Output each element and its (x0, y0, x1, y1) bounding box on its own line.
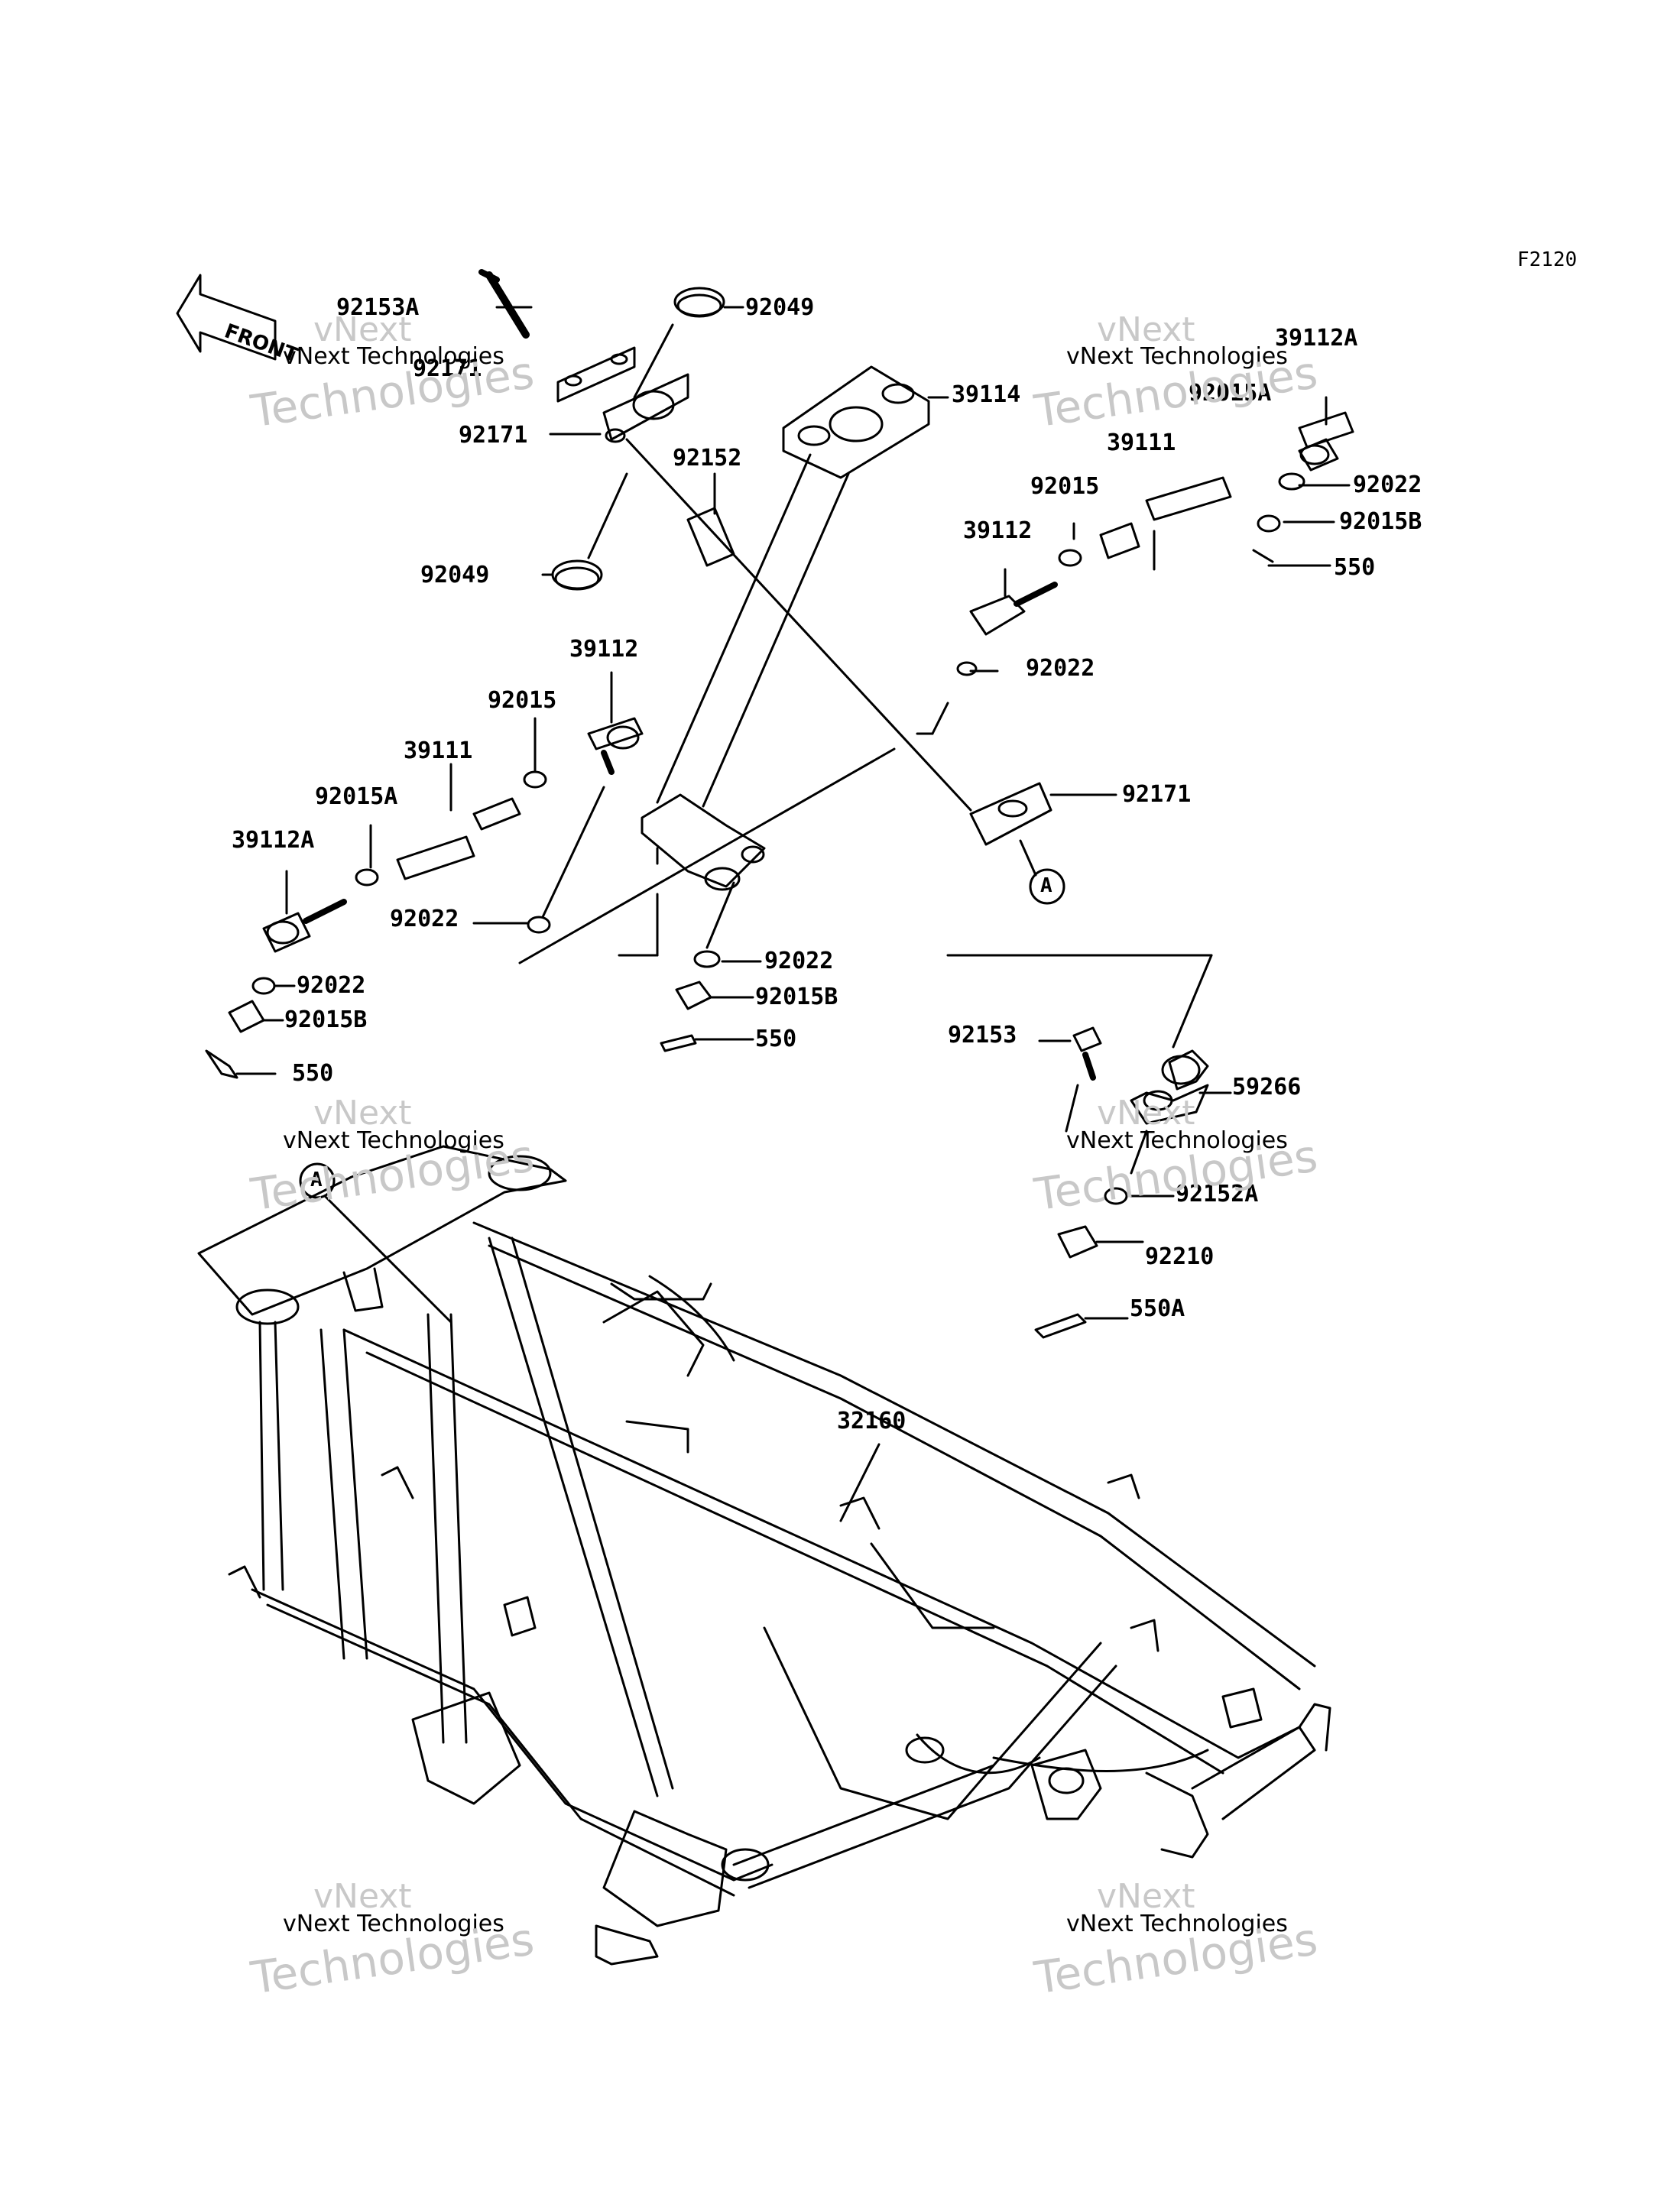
watermark: vNext Technologies (1066, 1911, 1288, 1937)
part-label: 92015B (284, 1006, 368, 1033)
part-label: 92210 (1145, 1243, 1215, 1270)
pin-550-center (660, 1034, 697, 1052)
watermark: vNext (313, 1877, 412, 1916)
pivot-bracket-59266 (1072, 1026, 1209, 1125)
ref-mark-a-upper: A (1040, 874, 1052, 897)
lower-clamp-92171 (969, 782, 1052, 846)
part-label: 92171 (1122, 781, 1192, 808)
spacer-92152 (686, 472, 735, 567)
part-label: 92049 (745, 294, 815, 321)
part-label: 92153 (948, 1022, 1017, 1049)
upper-clamp-92171 (602, 373, 689, 443)
upper-bracket-plate (556, 346, 636, 403)
tie-rod-left (205, 717, 644, 1079)
part-label: 92015A (1189, 380, 1272, 407)
tie-rod-right (916, 411, 1354, 735)
part-label: 39112A (232, 827, 315, 854)
watermark: vNext Technologies (283, 1127, 504, 1154)
part-label: 92015 (488, 687, 557, 714)
part-label: 59266 (1232, 1074, 1302, 1100)
ref-circle-a-lower (299, 1162, 336, 1199)
part-label: 92022 (1026, 655, 1095, 682)
part-label: 92022 (764, 948, 834, 974)
part-label: 32160 (837, 1408, 906, 1434)
part-label: 92022 (1353, 472, 1422, 498)
part-label: 550 (292, 1060, 334, 1087)
part-label: 92015A (315, 783, 398, 810)
part-label: 550 (755, 1026, 797, 1052)
part-label: 39111 (1107, 430, 1176, 456)
watermark: vNext Technologies (283, 343, 504, 370)
figure-id: F2120 (1517, 248, 1578, 271)
part-label: 92022 (390, 906, 459, 932)
steering-shaft-39114 (641, 365, 930, 891)
watermark: vNext Technologies (283, 1911, 504, 1937)
part-label: 39111 (404, 737, 473, 764)
part-label: 92171 (413, 355, 482, 382)
part-label: 550 (1334, 554, 1376, 581)
washer-92022-center (693, 950, 721, 968)
part-label: 92171 (459, 422, 528, 449)
watermark: vNext (1097, 1094, 1195, 1133)
watermark: vNext Technologies (1066, 343, 1288, 370)
pin-550a (1034, 1313, 1087, 1339)
bolt-92153a (478, 269, 530, 339)
part-label: 92153A (336, 294, 420, 321)
part-label: 92022 (297, 972, 366, 999)
part-label: 92152 (673, 445, 742, 472)
part-label: 92152A (1176, 1181, 1259, 1207)
ref-mark-a-lower: A (310, 1169, 323, 1191)
part-label: 39112 (569, 636, 639, 663)
watermark: vNext Technologies (1066, 1127, 1288, 1154)
part-label: 39112A (1275, 325, 1358, 352)
part-label: 92015B (1339, 508, 1422, 535)
part-label: 92015B (755, 984, 838, 1010)
nut-92015b-center (675, 981, 712, 1010)
part-label: 550A (1130, 1295, 1185, 1322)
part-label: 92049 (420, 562, 490, 588)
watermark: vNext (313, 310, 412, 349)
watermark: vNext (1097, 1877, 1195, 1916)
part-label: 92015 (1030, 473, 1100, 500)
watermark: vNext (1097, 310, 1195, 349)
part-label: 39114 (952, 381, 1021, 408)
part-label: 39112 (963, 517, 1033, 544)
watermark: vNext (313, 1094, 412, 1133)
nut-92210 (1057, 1225, 1098, 1259)
ref-circle-a-upper (1029, 868, 1065, 905)
main-frame-32160 (197, 1145, 1331, 1966)
